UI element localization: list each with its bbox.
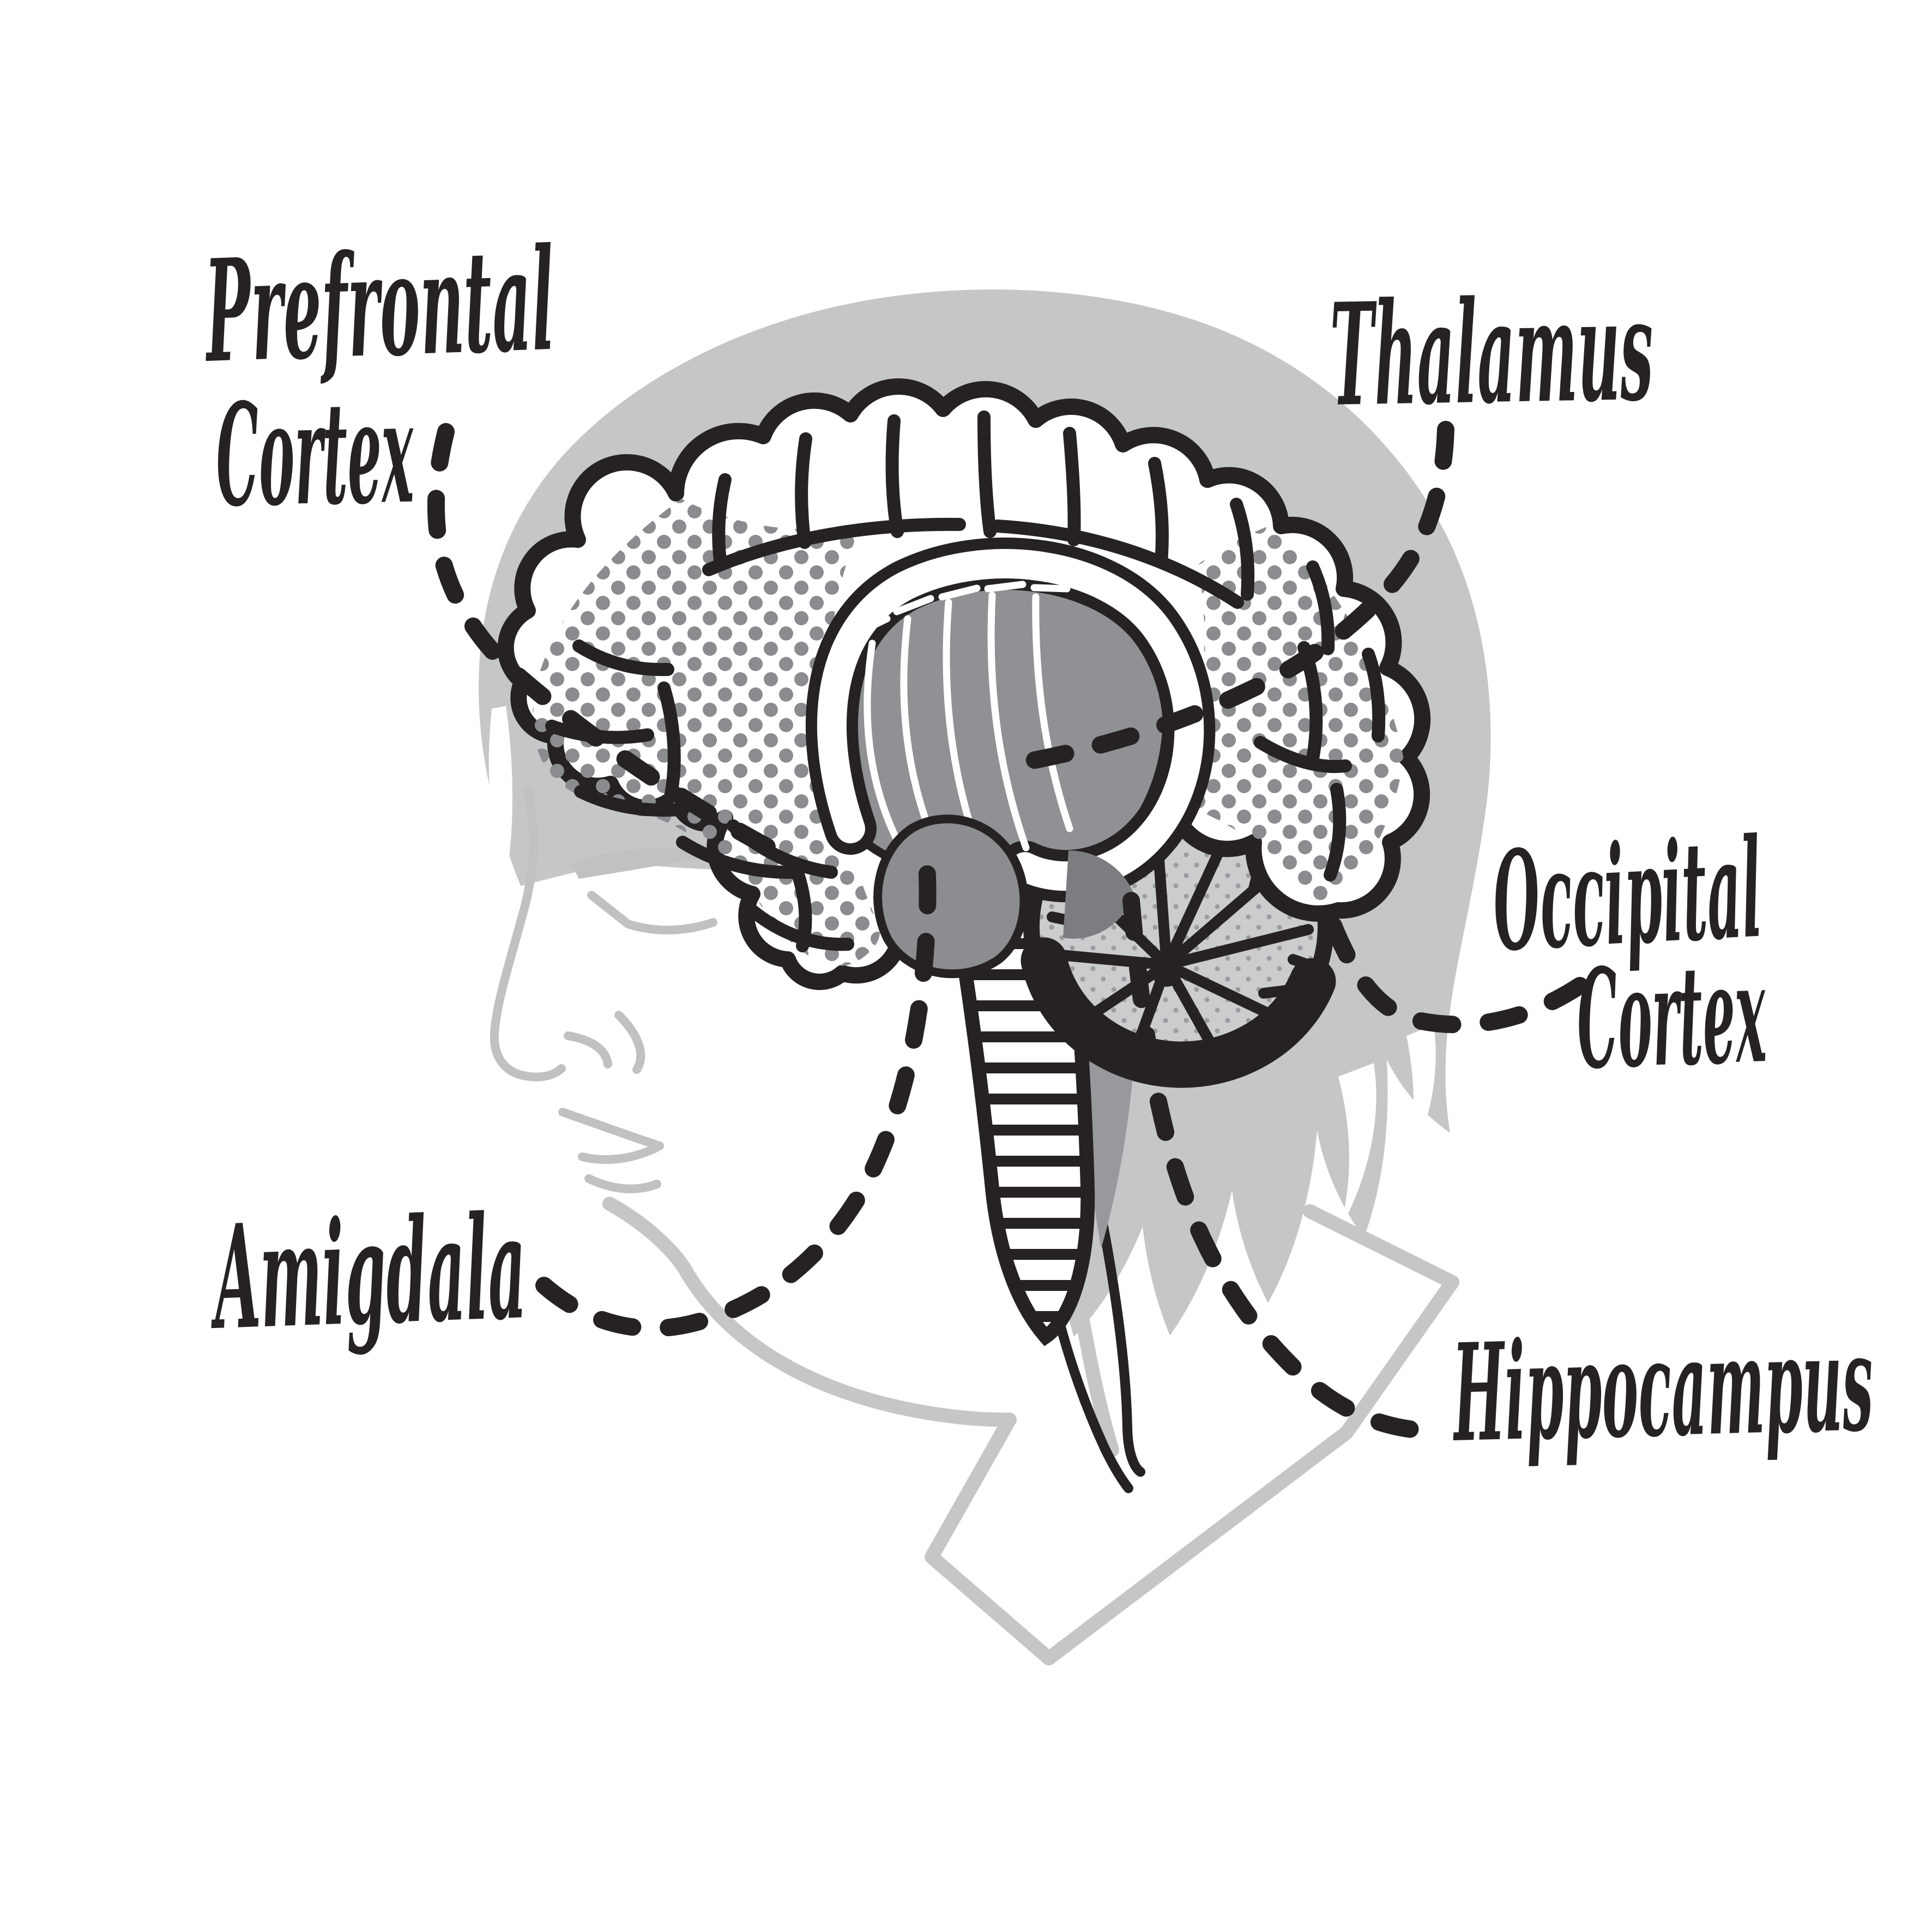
cerebellum-hub — [1151, 956, 1182, 987]
prefrontal-halftone-region — [533, 499, 880, 966]
jaw-neck-collar-outline — [602, 1197, 1459, 1665]
label-prefrontal-line1: Prefrontal — [201, 217, 557, 394]
label-prefrontal-line2: Cortex — [215, 370, 416, 538]
label-thalamus: Thalamus — [1329, 267, 1655, 438]
label-occipital-line2: Cortex — [1574, 933, 1769, 1100]
cerebrum-sulci — [545, 410, 1386, 952]
deep-structures — [805, 538, 1216, 979]
label-occipital-line1: Occipital — [1489, 808, 1766, 982]
label-amigdala: Amigdala — [207, 1183, 529, 1362]
leader-prefrontal-cortex — [427, 423, 783, 859]
face-profile — [490, 785, 1459, 1665]
leader-lines — [427, 421, 1589, 1440]
corpus-callosum-band — [817, 549, 1204, 891]
leader-hippocampus — [1122, 892, 1454, 1440]
leader-amigdala — [535, 857, 937, 1337]
tectum-dark-patch — [1063, 850, 1134, 939]
eye-lines — [587, 891, 717, 935]
thalamus-striations — [849, 581, 1073, 854]
leader-thalamus — [1015, 421, 1454, 771]
label-hippocampus: Hippocampus — [1450, 1304, 1875, 1472]
labels: Prefrontal Cortex Thalamus Occipital Cor… — [201, 217, 1875, 1472]
eyebrow-shape — [571, 848, 715, 879]
leader-occipital-cortex — [1320, 883, 1589, 1034]
face-outline — [490, 785, 664, 1193]
amygdala-nucleus — [873, 814, 1029, 979]
